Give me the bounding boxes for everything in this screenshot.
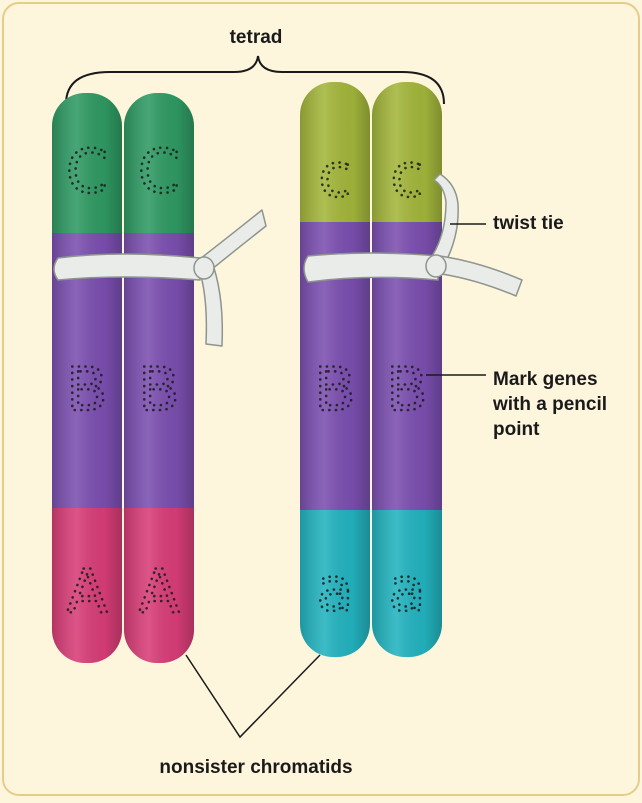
gene-letter-c4-bottom: a — [389, 555, 426, 625]
tetrad-label: tetrad — [0, 26, 512, 50]
gene-letter-c1-top: C — [66, 137, 108, 207]
twist-tie-label: twist tie — [493, 212, 564, 236]
gene-letter-c2-middle: B — [138, 355, 179, 425]
mark-genes-label: Mark genes with a pencil point — [493, 367, 607, 442]
nonsister-chromatids-label: nonsister chromatids — [0, 756, 512, 780]
gene-letter-c4-middle: B — [386, 355, 427, 425]
gene-letter-c3-bottom: a — [317, 555, 354, 625]
gene-letter-c2-bottom: A — [138, 557, 179, 627]
gene-letter-c2-top: C — [138, 137, 180, 207]
gene-letter-c4-top: c — [391, 141, 424, 211]
gene-letter-c3-top: c — [319, 141, 352, 211]
gene-letter-c1-middle: B — [66, 355, 107, 425]
gene-letter-c1-bottom: A — [66, 557, 107, 627]
gene-letter-c3-middle: B — [314, 355, 355, 425]
